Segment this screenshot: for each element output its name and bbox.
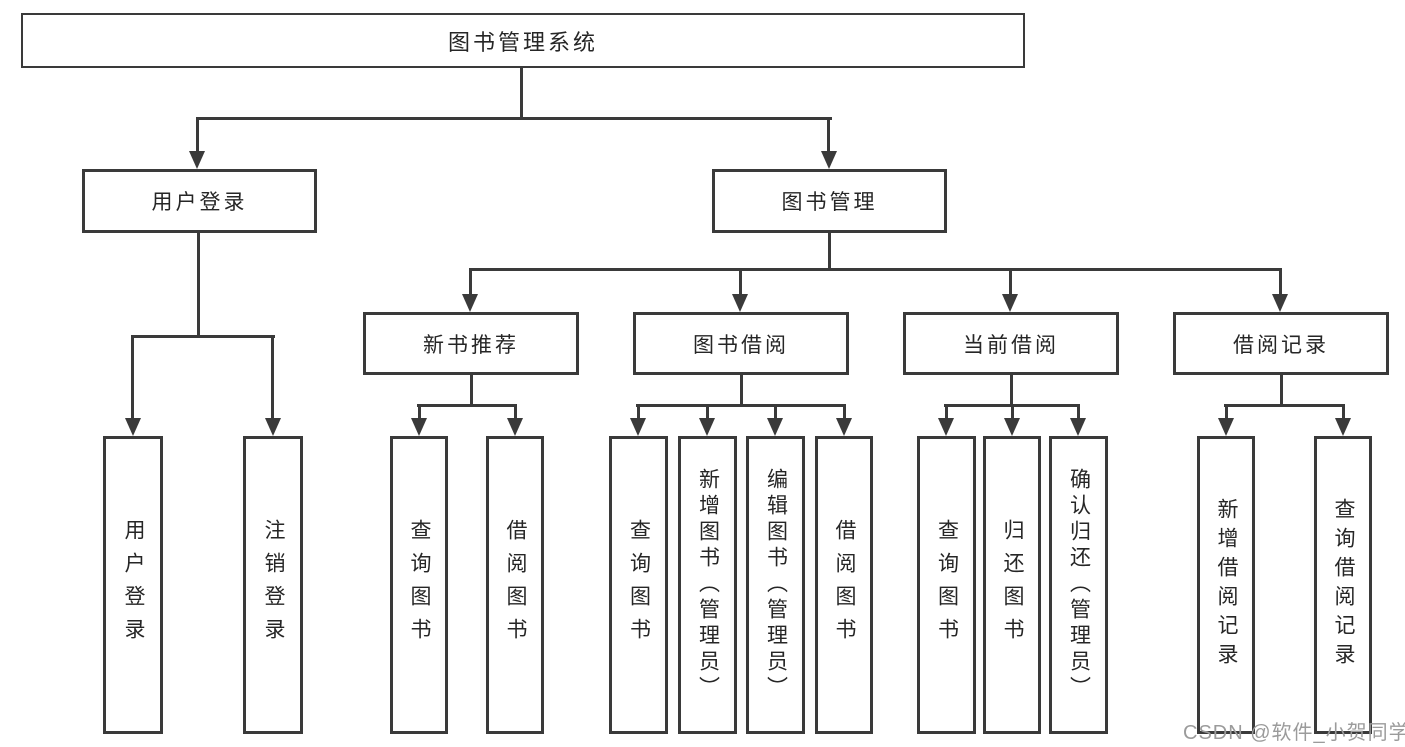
connector-drop-leaf [1342,404,1345,422]
arrowhead-leaf-icon [1004,418,1020,436]
leaf-borrow-books-recommend: 借阅图书 [486,436,544,734]
connector-borrow-record-branch [1224,404,1345,407]
arrowhead-book-borrow-icon [732,294,748,312]
connector-book-borrow-branch [636,404,846,407]
connector-drop-leaf [774,404,777,422]
leaf-borrow-books: 借阅图书 [815,436,873,734]
node-user-login: 用户登录 [82,169,317,233]
connector-user-login-branch [131,335,275,338]
leaf-query-books-recommend: 查询图书 [390,436,448,734]
arrowhead-new-book-icon [462,294,478,312]
connector-borrow-record-trunk [1280,375,1283,406]
arrowhead-leaf-icon [767,418,783,436]
node-book-management: 图书管理 [712,169,947,233]
node-book-borrowing: 图书借阅 [633,312,849,375]
connector-drop-leaf [843,404,846,422]
connector-drop-leaf [706,404,709,422]
connector-drop-book-management [827,117,830,153]
connector-drop-leaf [514,404,517,422]
connector-user-login-trunk [197,233,200,337]
connector-drop-leaf [1011,404,1014,422]
connector-drop-leaf [637,404,640,422]
node-borrowing-records: 借阅记录 [1173,312,1389,375]
arrowhead-book-management-icon [821,151,837,169]
arrowhead-leaf-icon [836,418,852,436]
leaf-add-borrow-record: 新增借阅记录 [1197,436,1255,734]
leaf-logout: 注销登录 [243,436,303,734]
arrowhead-leaf-user-login-icon [125,418,141,436]
arrowhead-leaf-icon [699,418,715,436]
arrowhead-current-borrow-icon [1002,294,1018,312]
connector-book-management-branch [469,268,1282,271]
connector-root-branch [196,117,832,120]
connector-new-book-trunk [470,375,473,406]
node-library-management-system: 图书管理系统 [21,13,1025,68]
connector-current-borrow-trunk [1010,375,1013,406]
connector-book-borrow-trunk [740,375,743,406]
connector-drop-leaf [1225,404,1228,422]
arrowhead-leaf-icon [630,418,646,436]
connector-drop-leaf [1077,404,1080,422]
connector-drop-leaf [945,404,948,422]
arrowhead-leaf-icon [938,418,954,436]
connector-drop-new-book [469,268,472,298]
connector-drop-current-borrow [1009,268,1012,298]
arrowhead-user-login-icon [189,151,205,169]
node-new-book-recommendation: 新书推荐 [363,312,579,375]
connector-new-book-branch [417,404,517,407]
leaf-return-books: 归还图书 [983,436,1041,734]
arrowhead-leaf-icon [507,418,523,436]
connector-drop-user-login [196,117,199,153]
arrowhead-leaf-icon [1218,418,1234,436]
connector-drop-leaf-logout [271,335,274,420]
connector-drop-leaf [418,404,421,422]
leaf-query-books-borrow: 查询图书 [609,436,668,734]
leaf-confirm-return-admin: 确认归还（管理员） [1049,436,1108,734]
leaf-add-books-admin: 新增图书（管理员） [678,436,737,734]
arrowhead-borrow-record-icon [1272,294,1288,312]
connector-root-trunk [520,68,523,119]
arrowhead-leaf-icon [1335,418,1351,436]
connector-drop-leaf-user-login [131,335,134,420]
arrowhead-leaf-logout-icon [265,418,281,436]
connector-book-management-trunk [828,233,831,270]
csdn-watermark: CSDN @软件_小贺同学 [1183,722,1405,744]
connector-drop-book-borrow [739,268,742,298]
connector-drop-borrow-record [1279,268,1282,298]
leaf-query-borrow-record: 查询借阅记录 [1314,436,1372,734]
arrowhead-leaf-icon [1070,418,1086,436]
leaf-query-books-current: 查询图书 [917,436,976,734]
node-current-borrowing: 当前借阅 [903,312,1119,375]
arrowhead-leaf-icon [411,418,427,436]
leaf-edit-books-admin: 编辑图书（管理员） [746,436,805,734]
leaf-user-login: 用户登录 [103,436,163,734]
